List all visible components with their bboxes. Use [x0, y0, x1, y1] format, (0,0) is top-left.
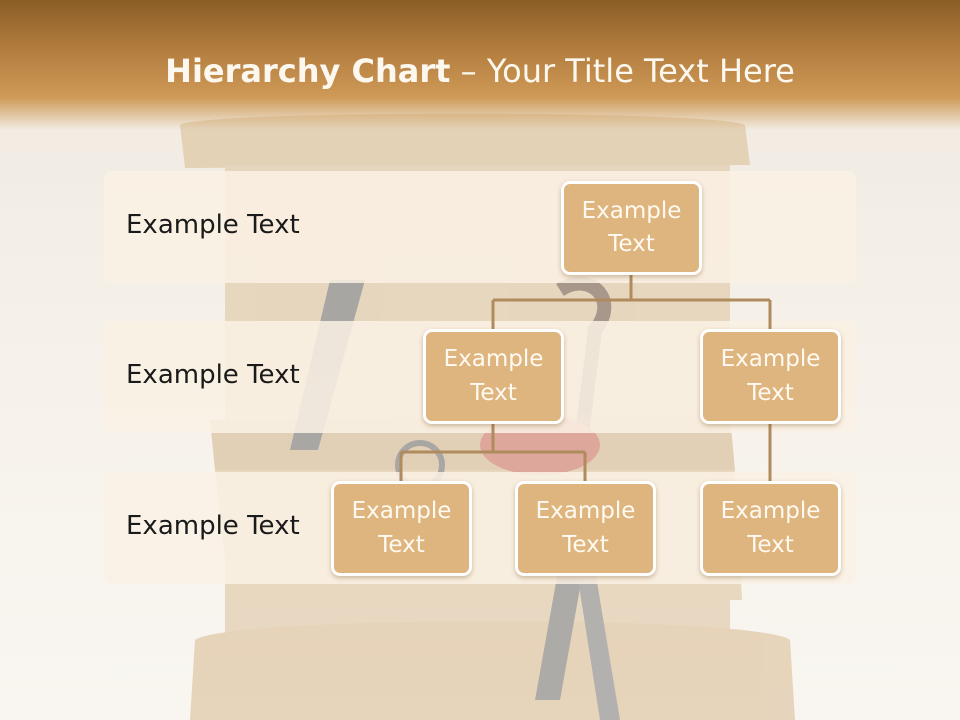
level-label-3: Example Text: [126, 511, 300, 541]
title-bar: [0, 0, 960, 130]
node-level2-left[interactable]: Example Text: [423, 329, 564, 424]
node-root[interactable]: Example Text: [561, 181, 702, 275]
level-label-1: Example Text: [126, 210, 300, 240]
node-level2-right[interactable]: Example Text: [700, 329, 841, 424]
node-level3-b[interactable]: Example Text: [515, 481, 656, 576]
title-bold: Hierarchy Chart: [165, 52, 451, 90]
node-level3-c[interactable]: Example Text: [700, 481, 841, 576]
level-label-2: Example Text: [126, 360, 300, 390]
level-band-1: [104, 171, 856, 283]
slide-title: Hierarchy Chart – Your Title Text Here: [0, 52, 960, 90]
title-rest: – Your Title Text Here: [450, 52, 795, 90]
node-level3-a[interactable]: Example Text: [331, 481, 472, 576]
